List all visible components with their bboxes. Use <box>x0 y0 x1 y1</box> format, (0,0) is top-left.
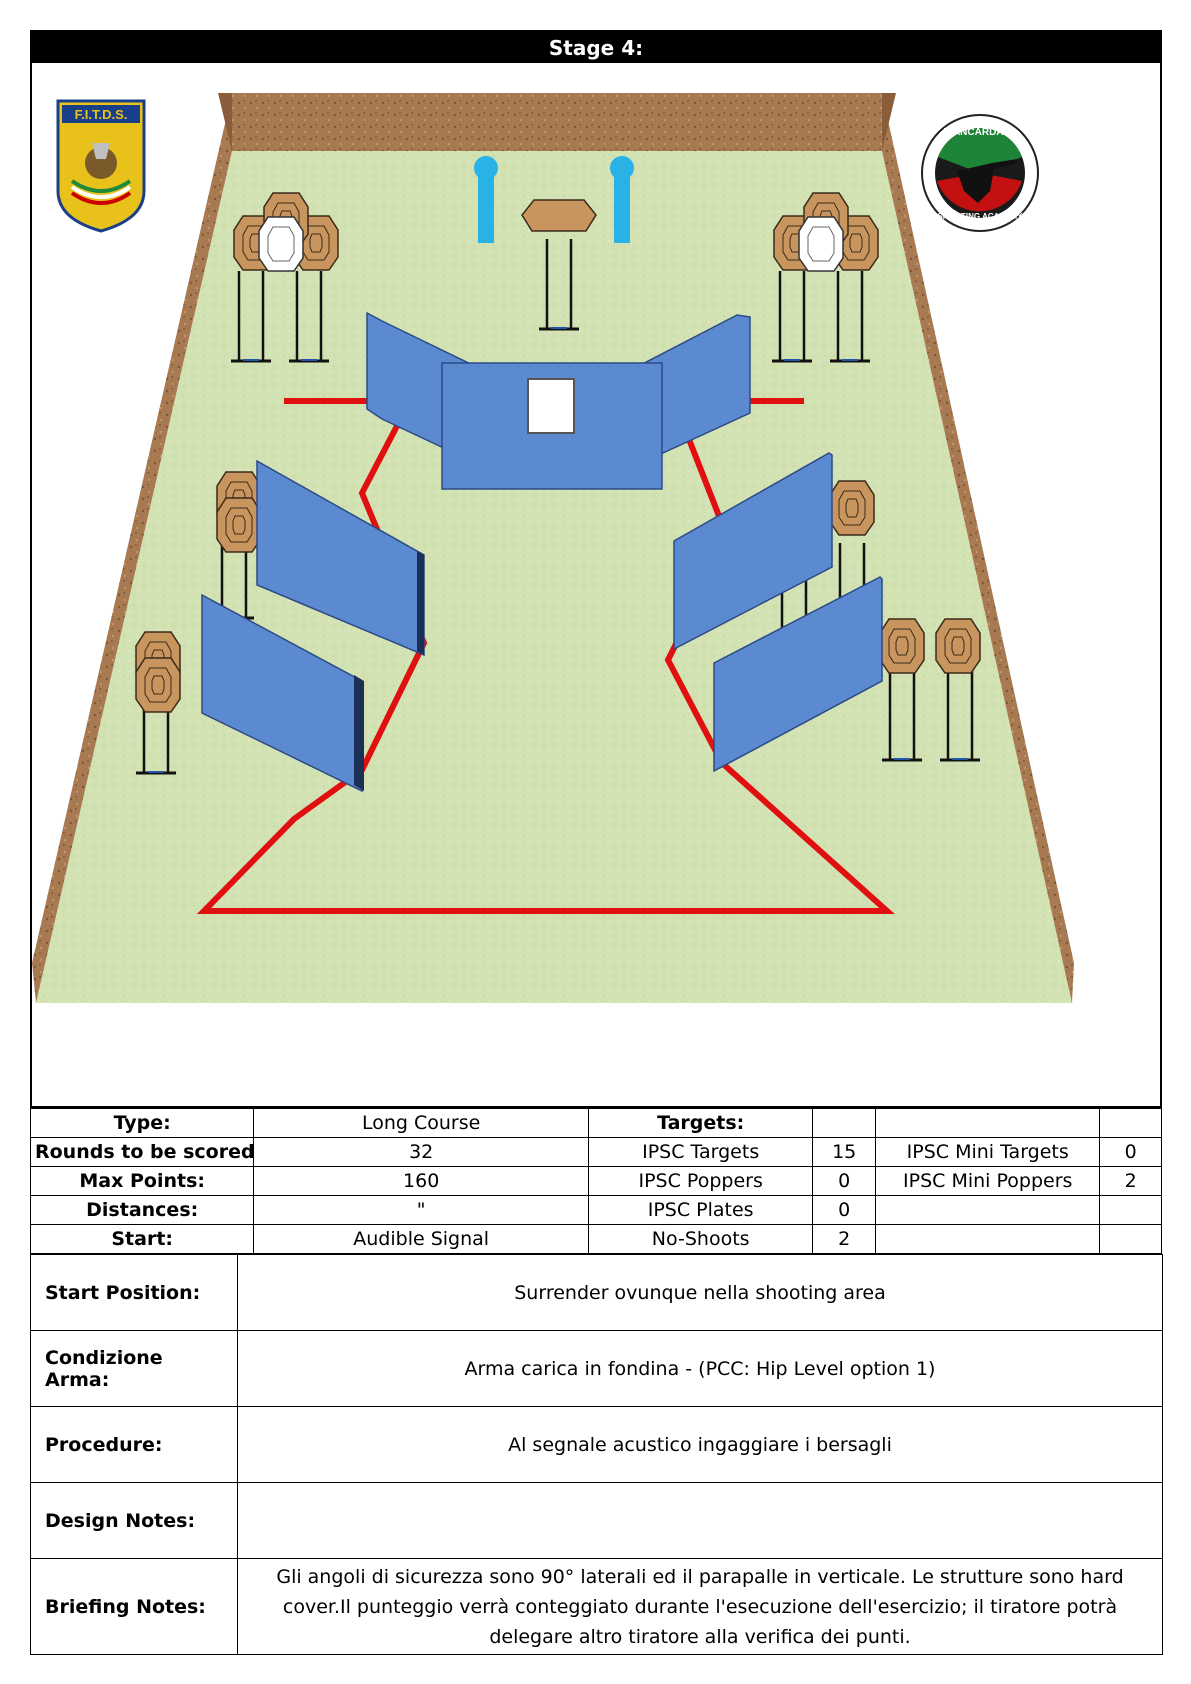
info-row-condizione-arma: Condizione Arma: Arma carica in fondina … <box>30 1330 1163 1407</box>
stats-value: 32 <box>253 1137 589 1167</box>
target-label-2 <box>874 1224 1101 1254</box>
stats-value: Long Course <box>253 1108 589 1138</box>
stage-diagram-svg: F.I.T.D.S. PIANCARDATO SHOOTING ACADEMY <box>32 65 1132 1003</box>
mini-popper-left <box>474 156 498 243</box>
info-row-procedure: Procedure: Al segnale acustico ingaggiar… <box>30 1406 1163 1483</box>
stats-label: Type: <box>29 1108 255 1138</box>
stats-row-type: Type: Long Course Targets: <box>29 1108 1162 1138</box>
target-count: 0 <box>812 1166 876 1196</box>
right-berm <box>882 93 1074 1003</box>
fitds-logo-text: F.I.T.D.S. <box>75 107 128 122</box>
back-berm <box>232 93 882 151</box>
stats-table: Type: Long Course Targets: Rounds to be … <box>29 1108 1162 1254</box>
stats-row-start: Start: Audible Signal No-Shoots 2 <box>29 1224 1162 1254</box>
target-label-2 <box>874 1195 1101 1225</box>
mini-popper-right <box>610 156 634 243</box>
target-count-2: 0 <box>1099 1137 1162 1167</box>
stats-row-rounds: Rounds to be scored: 32 IPSC Targets 15 … <box>29 1137 1162 1167</box>
target-count-2 <box>1099 1108 1162 1138</box>
wall-front-right <box>713 576 883 773</box>
briefing-line: Gli angoli di sicurezza sono 90° lateral… <box>276 1565 1124 1588</box>
stats-label: Start: <box>29 1224 255 1254</box>
info-label: Briefing Notes: <box>30 1558 238 1655</box>
stage-diagram: F.I.T.D.S. PIANCARDATO SHOOTING ACADEMY <box>30 63 1162 1108</box>
info-label: Condizione Arma: <box>30 1330 238 1407</box>
target-back-center <box>521 199 597 331</box>
target-count <box>812 1108 876 1138</box>
info-value: Al segnale acustico ingaggiare i bersagl… <box>237 1406 1163 1483</box>
piancardato-logo-bottom: SHOOTING ACADEMY <box>937 212 1023 221</box>
info-row-design-notes: Design Notes: <box>30 1482 1163 1559</box>
window-port <box>527 378 575 434</box>
stats-row-max-points: Max Points: 160 IPSC Poppers 0 IPSC Mini… <box>29 1166 1162 1196</box>
info-value: Arma carica in fondina - (PCC: Hip Level… <box>237 1330 1163 1407</box>
wall-front-left <box>201 593 363 793</box>
piancardato-logo: PIANCARDATO SHOOTING ACADEMY <box>916 113 1044 233</box>
stats-value: 160 <box>253 1166 589 1196</box>
briefing-line: cover.Il punteggio verrà conteggiato dur… <box>282 1595 1118 1618</box>
briefing-line: delegare altro tiratore alla verifica de… <box>489 1625 911 1648</box>
wall-mid-right <box>673 452 833 651</box>
briefing-notes-value: Gli angoli di sicurezza sono 90° lateral… <box>237 1558 1163 1655</box>
piancardato-logo-top: PIANCARDATO <box>944 127 1017 138</box>
target-label: IPSC Poppers <box>587 1166 814 1196</box>
target-count: 15 <box>812 1137 876 1167</box>
target-count-2: 2 <box>1099 1166 1162 1196</box>
target-count: 2 <box>812 1224 876 1254</box>
targets-header: Targets: <box>587 1108 814 1138</box>
info-table: Start Position: Surrender ovunque nella … <box>30 1254 1163 1655</box>
stats-label: Rounds to be scored: <box>29 1137 255 1167</box>
info-row-briefing-notes: Briefing Notes: Gli angoli di sicurezza … <box>30 1558 1163 1655</box>
left-berm <box>32 93 232 1003</box>
info-row-start-position: Start Position: Surrender ovunque nella … <box>30 1254 1163 1331</box>
stats-label: Max Points: <box>29 1166 255 1196</box>
stats-value: " <box>253 1195 589 1225</box>
info-label: Start Position: <box>30 1254 238 1331</box>
target-count-2 <box>1099 1195 1162 1225</box>
target-count-2 <box>1099 1224 1162 1254</box>
stage-title: Stage 4: <box>30 30 1162 63</box>
info-value <box>237 1482 1163 1559</box>
target-label-2 <box>874 1108 1101 1138</box>
stage-sheet: Stage 4: <box>29 30 1163 1655</box>
stats-value: Audible Signal <box>253 1224 589 1254</box>
range-floor <box>36 151 1072 1003</box>
fitds-logo: F.I.T.D.S. <box>56 99 146 233</box>
wall-front-left-edge <box>354 675 364 791</box>
target-label: IPSC Plates <box>587 1195 814 1225</box>
target-count: 0 <box>812 1195 876 1225</box>
stats-label: Distances: <box>29 1195 255 1225</box>
target-label: IPSC Targets <box>587 1137 814 1167</box>
info-value: Surrender ovunque nella shooting area <box>237 1254 1163 1331</box>
target-label-2: IPSC Mini Targets <box>874 1137 1101 1167</box>
target-label: No-Shoots <box>587 1224 814 1254</box>
info-label: Procedure: <box>30 1406 238 1483</box>
stats-row-distances: Distances: " IPSC Plates 0 <box>29 1195 1162 1225</box>
target-label-2: IPSC Mini Poppers <box>874 1166 1101 1196</box>
info-label: Design Notes: <box>30 1482 238 1559</box>
wall-mid-left-edge <box>417 551 424 655</box>
